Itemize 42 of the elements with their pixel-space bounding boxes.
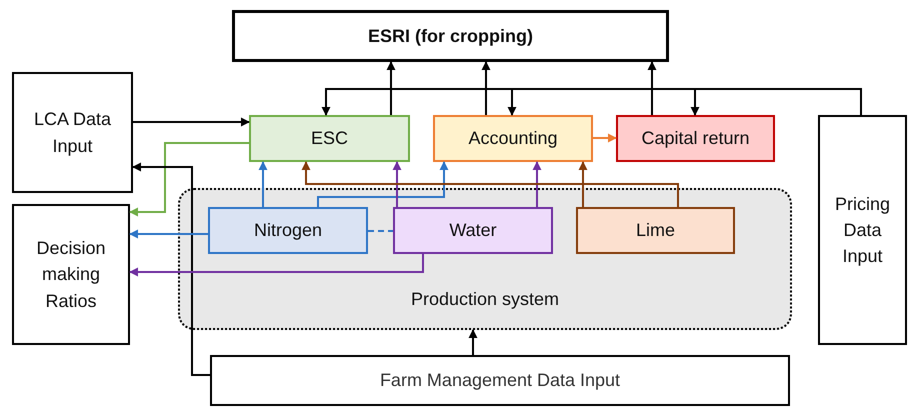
arrow [482,61,490,115]
node-label: ESRI (for cropping) [368,24,533,48]
arrow [578,161,588,207]
node-label: Decision making Ratios [35,237,107,313]
node-label: ESC [310,127,348,150]
arrow [302,161,679,207]
process-box [576,207,735,254]
arrow [317,161,448,207]
connector-line [368,230,393,232]
node-label: Nitrogen [254,219,322,242]
process-box [616,115,775,162]
arrow [648,61,656,115]
node-label: Production system [410,288,560,311]
node-label: Farm Management Data Input [380,369,620,392]
node-label: Pricing Data Input [834,192,892,268]
process-box [249,115,410,162]
output-box [232,10,669,62]
arrow [690,88,862,116]
input-box [12,72,133,193]
node-label: Accounting [468,127,558,150]
arrow [532,161,542,207]
arrow [133,118,250,126]
input-box [210,355,790,406]
arrow [386,61,396,115]
arrow [593,134,617,142]
arrow [129,254,424,276]
arrow [392,161,402,207]
node-label: LCA Data Input [32,108,112,158]
process-box [393,207,553,254]
arrow [129,230,208,238]
node-label: Water [449,219,497,242]
node-label: Lime [636,219,675,242]
arrow [258,161,268,207]
system-panel [178,188,792,330]
arrow [468,329,478,355]
process-box [433,115,593,162]
node-label: Capital return [641,127,750,150]
process-box [208,207,368,254]
arrow [129,142,249,216]
input-box [818,115,907,345]
output-box [12,204,130,345]
arrow [132,162,210,376]
